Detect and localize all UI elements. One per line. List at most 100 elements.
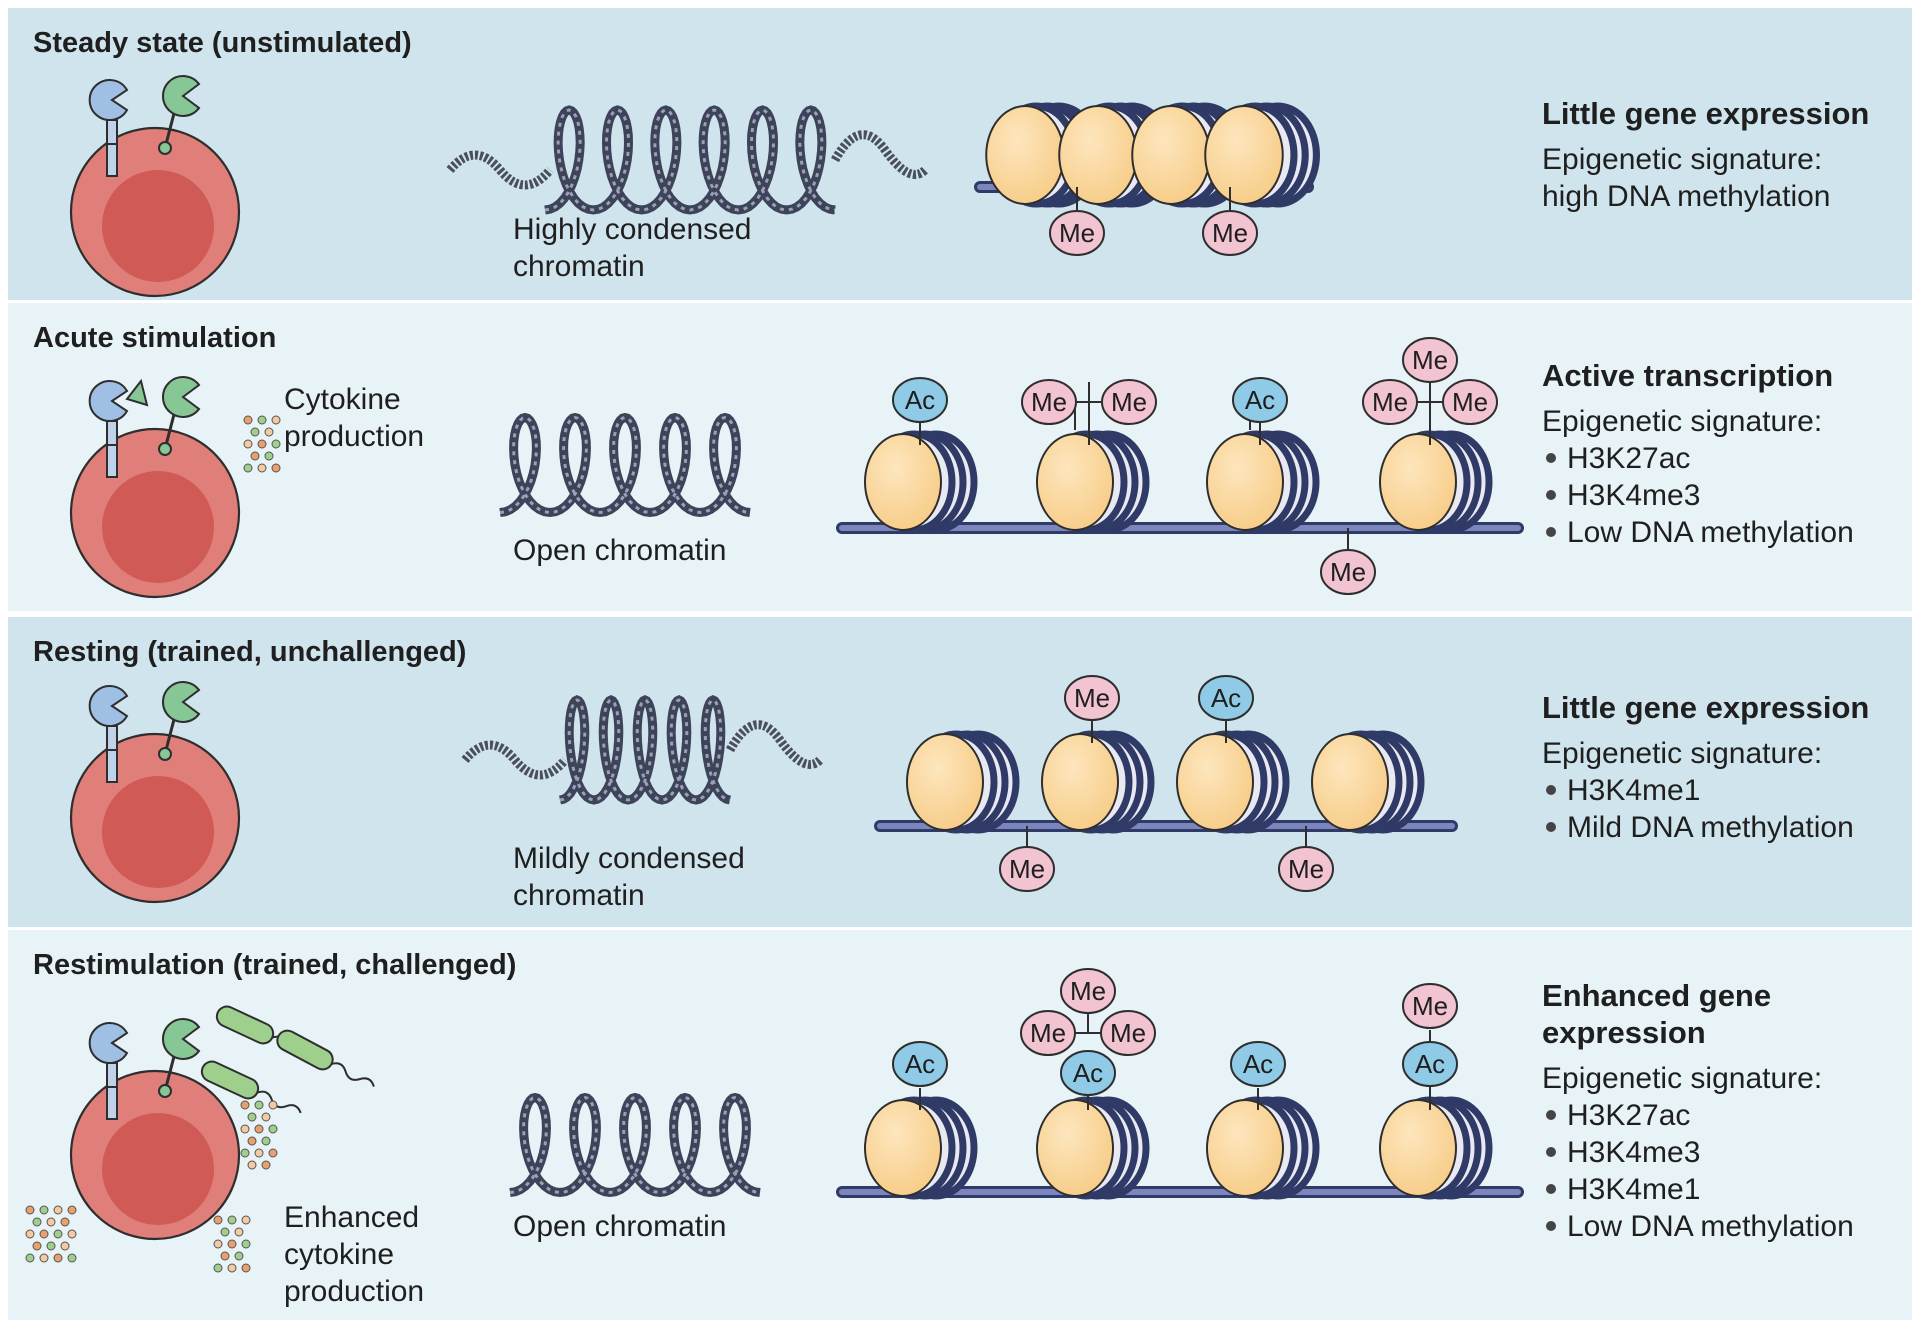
methyl-mark: Me [1442, 379, 1498, 425]
nucleosome [1036, 1096, 1150, 1200]
mark-bubble [1402, 337, 1458, 383]
bullet-dot [1546, 1221, 1556, 1231]
receptor-anchor [158, 1084, 172, 1098]
cytokine-dot [247, 1136, 257, 1146]
chromatin-fiber [499, 412, 751, 518]
bullet-dot [1546, 453, 1556, 463]
panel-title: Acute stimulation [33, 322, 276, 354]
mark-bubble [1021, 379, 1077, 425]
mark-label: Me [1059, 218, 1095, 248]
histone-core [1379, 433, 1457, 531]
cytokine-dot [243, 415, 253, 425]
cytokine-dot [240, 1148, 250, 1158]
mark-label: Me [1212, 218, 1248, 248]
chromatin-fiber [446, 105, 929, 215]
cytokine-dot [250, 427, 260, 437]
histone-core [1206, 1099, 1284, 1197]
cytokine-dot [67, 1253, 77, 1263]
histone-core [1041, 733, 1119, 831]
cytokine-dot [240, 1124, 250, 1134]
nucleosome [1379, 430, 1493, 534]
cytokine-dot [271, 415, 281, 425]
nucleosome [1036, 430, 1150, 534]
chromatin-fiber [509, 1092, 761, 1198]
cytokine-dot [261, 1136, 271, 1146]
mark-bubble [1020, 1010, 1076, 1056]
nucleosome [1206, 1096, 1320, 1200]
cytokine-dot [25, 1253, 35, 1263]
cytokine-dot [268, 1124, 278, 1134]
receptor-anchor [158, 141, 172, 155]
cytokine-cluster [213, 1215, 251, 1273]
cytokine-dot [261, 1160, 271, 1170]
mark-label: Ac [1211, 683, 1241, 713]
cytokine-label: cytokine [284, 1238, 394, 1271]
cytokine-dot [39, 1205, 49, 1215]
bullet-dot [1546, 822, 1556, 832]
panel-2: Acute stimulationCytokineproductionOpen … [8, 303, 1912, 611]
mark-label: Me [1452, 387, 1488, 417]
pattern-receptor-green [158, 75, 201, 155]
mark-bubble [1101, 379, 1157, 425]
mark-bubble [892, 1041, 948, 1087]
mark-label: Ac [1073, 1058, 1103, 1088]
mark-label: Me [1372, 387, 1408, 417]
methyl-mark: Me [1320, 549, 1376, 595]
cytokine-dot [213, 1215, 223, 1225]
mark-bubble [1230, 1041, 1286, 1087]
cytokine-dot [243, 439, 253, 449]
mark-bubble [1198, 675, 1254, 721]
receptor-head [88, 380, 129, 422]
cytokine-dot [25, 1229, 35, 1239]
signature-text: Epigenetic signature: [1542, 143, 1822, 176]
mark-label: Ac [1245, 385, 1275, 415]
nucleosome [1311, 730, 1425, 834]
bullet-dot [1546, 1147, 1556, 1157]
cytokine-dot [39, 1229, 49, 1239]
methyl-mark: Me [999, 846, 1055, 892]
cytokine-dot [60, 1241, 70, 1251]
receptor-stem [106, 725, 118, 783]
mark-bubble [1362, 379, 1418, 425]
summary-heading: Little gene expression [1542, 96, 1869, 131]
nucleosome [906, 730, 1020, 834]
histone-core [985, 105, 1065, 205]
panel-4: Restimulation (trained, challenged)Enhan… [8, 930, 1912, 1320]
mark-bubble [892, 377, 948, 423]
cytokine-dot [53, 1229, 63, 1239]
histone-core [1379, 1099, 1457, 1197]
cytokine-dot [67, 1229, 77, 1239]
histone-core [1206, 433, 1284, 531]
receptor-anchor [158, 442, 172, 456]
cytokine-dot [264, 451, 274, 461]
signature-bullet: H3K4me3 [1567, 479, 1700, 512]
mark-label: Me [1110, 1018, 1146, 1048]
immune-cell [69, 1018, 241, 1241]
pattern-receptor-blue [88, 380, 129, 478]
chromatin-label: Highly condensed [513, 213, 752, 246]
receptor-stem [106, 1062, 118, 1120]
cytokine-dot [53, 1205, 63, 1215]
cytokine-dot [250, 451, 260, 461]
cytokine-dot [46, 1241, 56, 1251]
nucleosome [1206, 430, 1320, 534]
cytokine-dot [213, 1263, 223, 1273]
nucleosome [864, 1096, 978, 1200]
cytokine-dot [234, 1251, 244, 1261]
mark-bubble [1402, 1041, 1458, 1087]
acetyl-mark: Ac [1198, 675, 1254, 721]
histone-core [906, 733, 984, 831]
cytokine-dot [46, 1217, 56, 1227]
immune-cell [69, 376, 241, 599]
cytokine-cluster [25, 1205, 77, 1263]
mark-label: Me [1031, 387, 1067, 417]
nucleosome [1204, 102, 1320, 208]
pattern-receptor-blue [88, 1022, 129, 1120]
cell-nucleus [102, 471, 214, 583]
bullet-dot [1546, 490, 1556, 500]
summary-heading: expression [1542, 1015, 1706, 1050]
histone-core [1311, 733, 1389, 831]
mark-label: Me [1412, 345, 1448, 375]
nucleosome [1041, 730, 1155, 834]
